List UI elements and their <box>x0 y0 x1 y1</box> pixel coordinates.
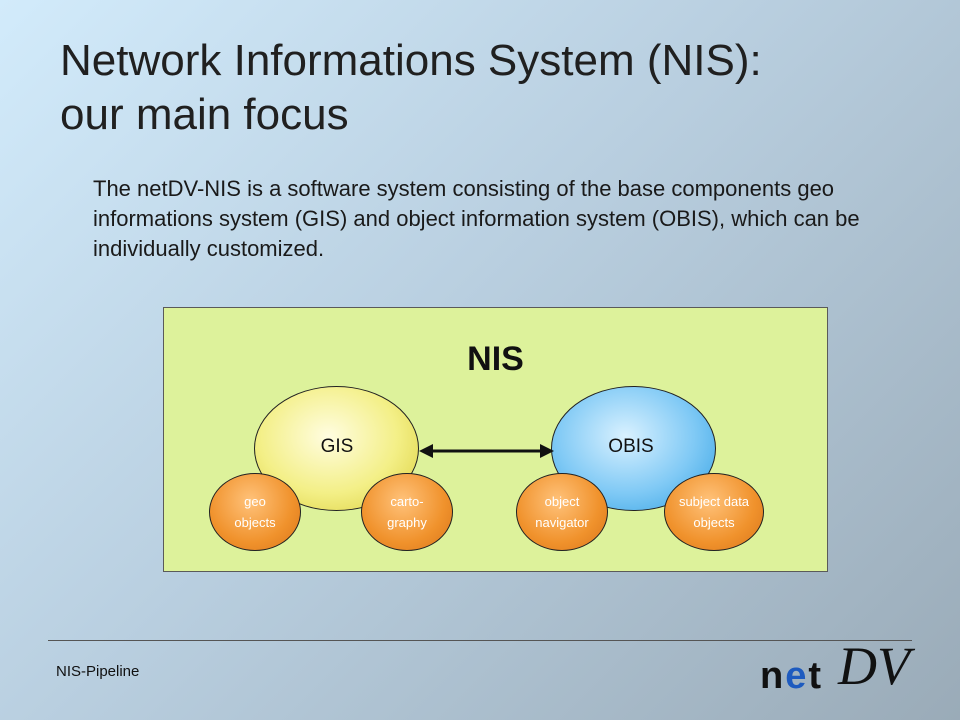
footer-text: NIS-Pipeline <box>56 663 140 680</box>
intro-paragraph: The netDV-NIS is a software system consi… <box>93 176 860 261</box>
obis-label: OBIS <box>608 436 654 457</box>
cartography-label: carto- graphy <box>387 494 427 530</box>
title-line-2: our main focus <box>60 90 349 139</box>
logo-dv-text: DV <box>837 640 916 696</box>
logo-t: t <box>808 655 823 697</box>
nis-diagram-panel: NIS GIS OBIS geo objects carto- graphy o… <box>163 307 828 572</box>
footer-divider <box>48 640 912 641</box>
logo-e: e <box>785 655 808 697</box>
gis-obis-double-arrow <box>419 444 554 458</box>
cartography-node: carto- graphy <box>361 473 453 551</box>
nis-label: NIS <box>467 340 524 378</box>
object-navigator-node: object navigator <box>516 473 608 551</box>
subject-data-objects-label: subject data objects <box>678 494 750 530</box>
netdv-logo: net DV <box>760 640 916 697</box>
geo-objects-node: geo objects <box>209 473 301 551</box>
object-navigator-label: object navigator <box>535 494 589 530</box>
arrow-head-right <box>540 444 554 458</box>
title-line-1: Network Informations System (NIS): <box>60 36 762 85</box>
logo-net-text: net <box>760 655 823 697</box>
logo-n: n <box>760 655 785 697</box>
gis-label: GIS <box>320 436 354 457</box>
arrow-head-left <box>419 444 433 458</box>
geo-objects-label: geo objects <box>234 494 276 530</box>
subject-data-objects-node: subject data objects <box>664 473 764 551</box>
slide-title: Network Informations System (NIS): our m… <box>60 34 920 142</box>
